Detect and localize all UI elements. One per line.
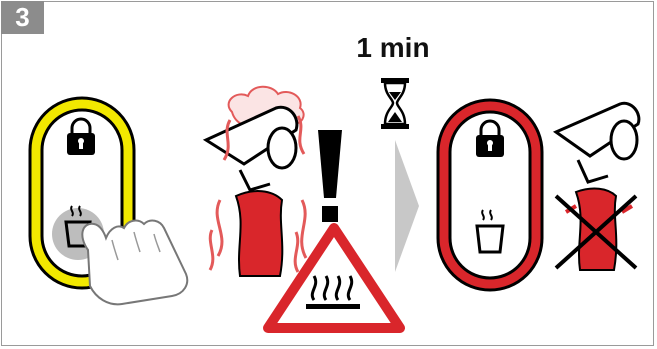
exclamation-icon — [318, 130, 342, 222]
hand-icon — [82, 221, 187, 305]
hot-surface-warning-icon — [268, 228, 400, 328]
hourglass-icon — [381, 78, 409, 129]
steam-nozzle-hot — [206, 87, 306, 276]
arrow-right-icon — [395, 140, 419, 272]
steam-nozzle-crossed — [556, 103, 639, 270]
control-panel-locked — [438, 100, 542, 290]
